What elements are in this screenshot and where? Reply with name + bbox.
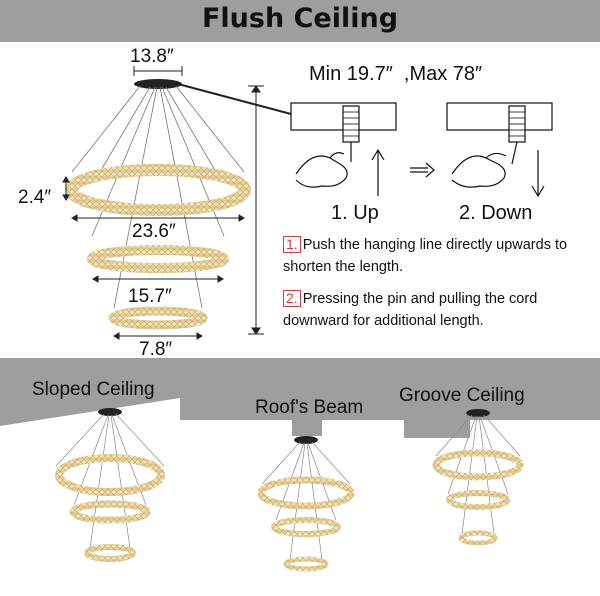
main-chandelier [65,79,251,330]
medium-ring-dimension: 15.7″ [128,286,172,307]
instruction-2-number: 2. [283,290,301,307]
instruction-2: 2.Pressing the pin and pulling the cord … [283,288,583,332]
instruction-1-number: 1. [283,236,301,253]
ring-small [108,306,208,330]
instruction-1-text: Push the hanging line directly upwards t… [283,237,568,275]
detail-up [290,102,397,196]
step-down-label: 2. Down [459,202,533,224]
ring-medium [87,245,229,273]
detail-down [446,102,553,198]
length-range: Min 19.7″ ,Max 78″ [309,63,483,85]
ring-large [65,164,251,216]
roof-beam-label: Roof's Beam [255,397,364,418]
instruction-2-text: Pressing the pin and pulling the cord do… [283,291,538,329]
sloped-ceiling-label: Sloped Ceiling [32,379,155,400]
ring-height-dimension: 2.4″ [18,187,52,208]
sloped-chandelier [55,408,165,562]
step-up-label: 1. Up [331,202,379,224]
canopy-dimension: 13.8″ [130,46,174,67]
page-title: Flush Ceiling [201,3,399,34]
groove-chandelier [432,409,524,546]
large-ring-dimension: 23.6″ [132,221,176,242]
flush-ceiling-bar [0,0,600,42]
ceiling-profile [0,358,600,438]
canopy [134,79,182,89]
instruction-1: 1.Push the hanging line directly upwards… [283,234,583,278]
groove-ceiling-label: Groove Ceiling [399,385,525,406]
transition-arrow [410,162,435,178]
beam-chandelier [257,436,355,572]
small-ring-dimension: 7.8″ [139,339,173,360]
